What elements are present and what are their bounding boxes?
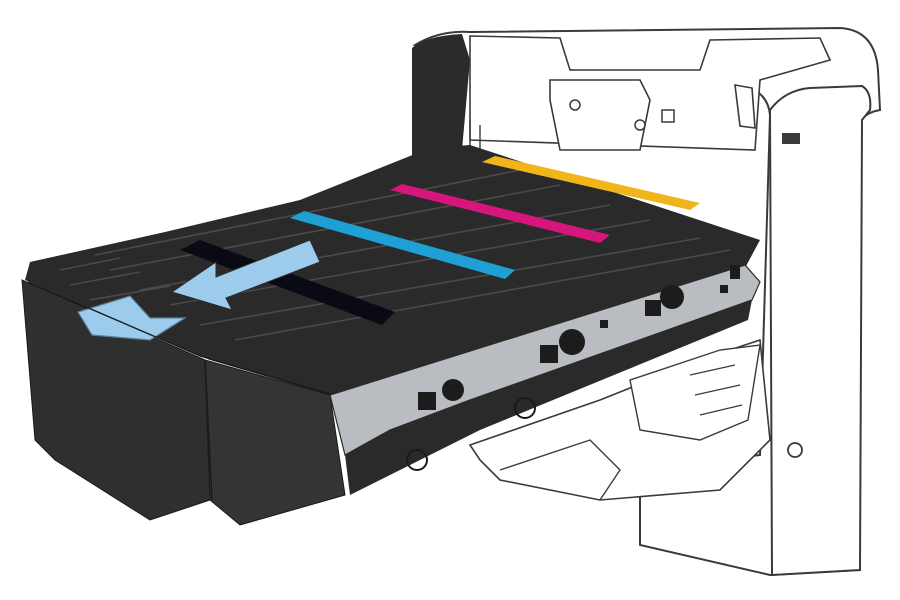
drawer-top bbox=[25, 145, 760, 395]
bracket-square bbox=[661, 109, 675, 123]
cartridge-drawer bbox=[21, 145, 761, 526]
latch bbox=[734, 84, 756, 129]
side-panel-details bbox=[418, 265, 740, 410]
bracket-hole bbox=[569, 99, 581, 111]
cartridge-yellow bbox=[482, 156, 700, 210]
drawer-knob bbox=[514, 397, 536, 419]
drawer-front-right bbox=[204, 359, 346, 526]
cartridge-black bbox=[180, 240, 395, 325]
bracket-hole bbox=[634, 119, 646, 131]
panel-screw bbox=[787, 442, 803, 458]
drawer-side-base bbox=[345, 300, 752, 495]
front-panel bbox=[768, 84, 872, 577]
lower-mechanism bbox=[468, 338, 771, 501]
cartridge-magenta bbox=[390, 184, 610, 243]
pull-out-arrow-icon bbox=[170, 239, 321, 311]
interior-bracket bbox=[549, 79, 651, 151]
cartridge-strips bbox=[180, 156, 700, 325]
drawer-handle-icon[interactable] bbox=[77, 295, 188, 341]
drawer-knob bbox=[406, 449, 428, 471]
panel-slot bbox=[782, 133, 800, 144]
cartridge-cyan bbox=[290, 211, 515, 279]
